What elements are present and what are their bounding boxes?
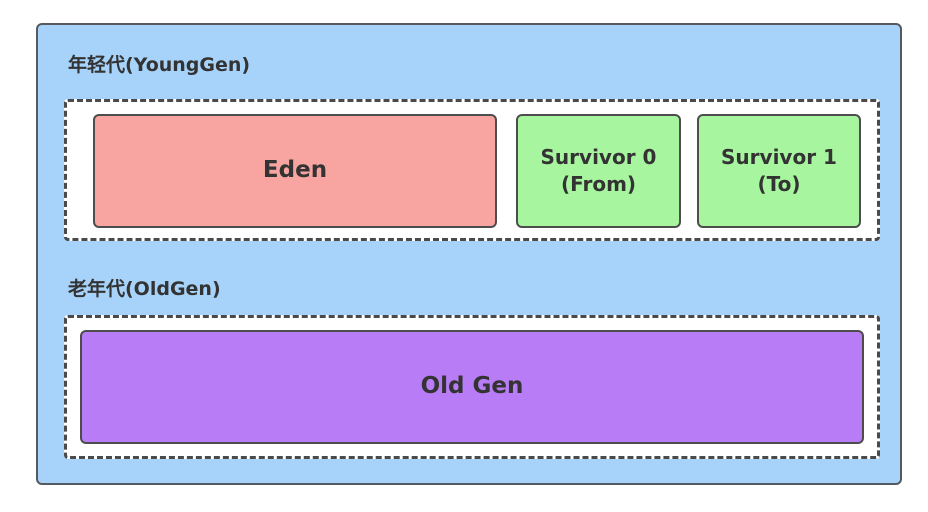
eden-block: Eden xyxy=(93,114,497,228)
young-gen-label: 年轻代(YoungGen) xyxy=(68,54,251,76)
survivor-0-sublabel: (From) xyxy=(560,172,637,196)
survivor-0-block: Survivor 0 (From) xyxy=(516,114,681,228)
survivor-1-block: Survivor 1 (To) xyxy=(697,114,861,228)
eden-label: Eden xyxy=(262,157,328,184)
old-gen-label: 老年代(OldGen) xyxy=(68,278,221,300)
old-gen-block-label: Old Gen xyxy=(420,373,524,400)
survivor-0-label: Survivor 0 xyxy=(540,145,657,169)
survivor-1-label: Survivor 1 xyxy=(721,145,837,169)
survivor-1-sublabel: (To) xyxy=(757,172,801,196)
old-gen-region: Old Gen xyxy=(64,315,880,459)
heap-container: 年轻代(YoungGen) Eden Survivor 0 (From) Sur… xyxy=(36,23,902,485)
old-gen-block: Old Gen xyxy=(80,330,864,444)
young-gen-region: Eden Survivor 0 (From) Survivor 1 (To) xyxy=(64,99,880,241)
